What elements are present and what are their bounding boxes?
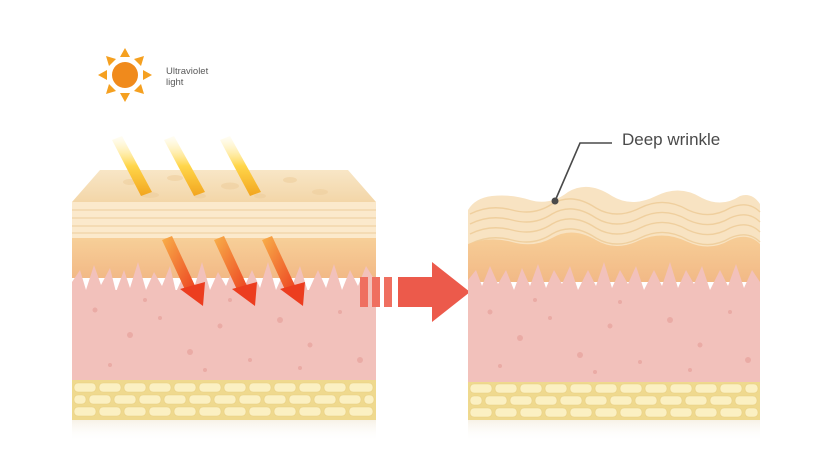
- wrinkle-fold-4: [469, 228, 761, 246]
- healthy-skin-block: [72, 170, 376, 442]
- wrinkled-surface: [468, 186, 760, 250]
- wrinkled-dermis-layer: [468, 290, 760, 382]
- wrinkle-fold-1: [469, 198, 761, 216]
- epidermis-lines: [72, 209, 376, 234]
- wrinkle-callout: [551, 142, 612, 205]
- wrinkle-fold-2: [469, 208, 761, 226]
- uv-penetration-arrows: [162, 236, 305, 306]
- right-arrow-icon: [360, 262, 470, 322]
- wrinkled-skin-block: [468, 186, 761, 442]
- wrinkled-dermal-papillae: [468, 262, 760, 300]
- wrinkled-dermis-dots: [487, 298, 751, 374]
- fat-cells: [73, 382, 375, 417]
- uv-arrow-1: [162, 236, 205, 306]
- wrinkle-callout-dot: [551, 197, 559, 205]
- dermis-dots: [92, 298, 363, 372]
- fade-bottom-left: [72, 420, 376, 442]
- sun-icon: [98, 48, 152, 102]
- uv-arrow-3: [262, 236, 305, 306]
- epidermis-layer: [72, 202, 376, 238]
- dermis-layer: [72, 290, 376, 380]
- sun-beam-1: [112, 136, 152, 196]
- uv-light-label: Ultraviolet light: [166, 66, 209, 88]
- sun-beam-2: [164, 136, 205, 196]
- deep-wrinkle-label: Deep wrinkle: [622, 130, 721, 149]
- wrinkled-fat-cells: [469, 383, 759, 418]
- wrinkled-basal-layer: [468, 232, 760, 282]
- sun-beam-3: [220, 136, 261, 196]
- uv-arrow-2: [214, 236, 257, 306]
- fade-bottom-right: [468, 420, 760, 442]
- sunlight-beams: [112, 136, 261, 196]
- wrinkle-fold-3: [469, 218, 761, 236]
